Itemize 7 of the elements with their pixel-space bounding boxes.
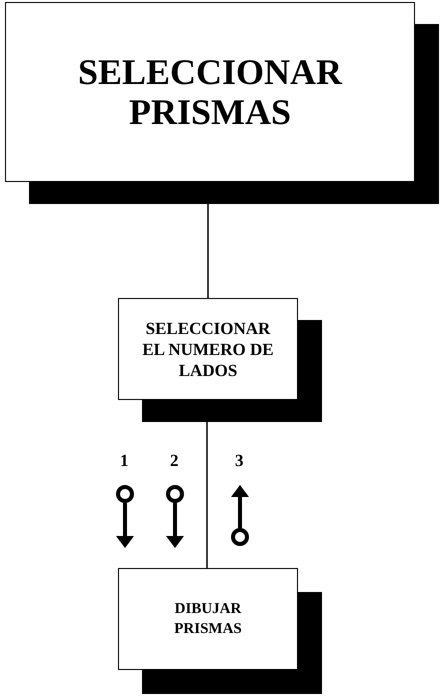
connector-line	[206, 422, 208, 568]
data-couple-number: 3	[235, 452, 244, 469]
box-label: SELECCIONAR PRISMAS	[76, 52, 344, 132]
box-label: SELECCIONAR EL NUMERO DE LADOS	[141, 318, 275, 380]
data-couple-number: 2	[170, 452, 178, 469]
data-couple-number: 1	[120, 452, 128, 469]
box-label: DIBUJAR PRISMAS	[173, 600, 243, 639]
